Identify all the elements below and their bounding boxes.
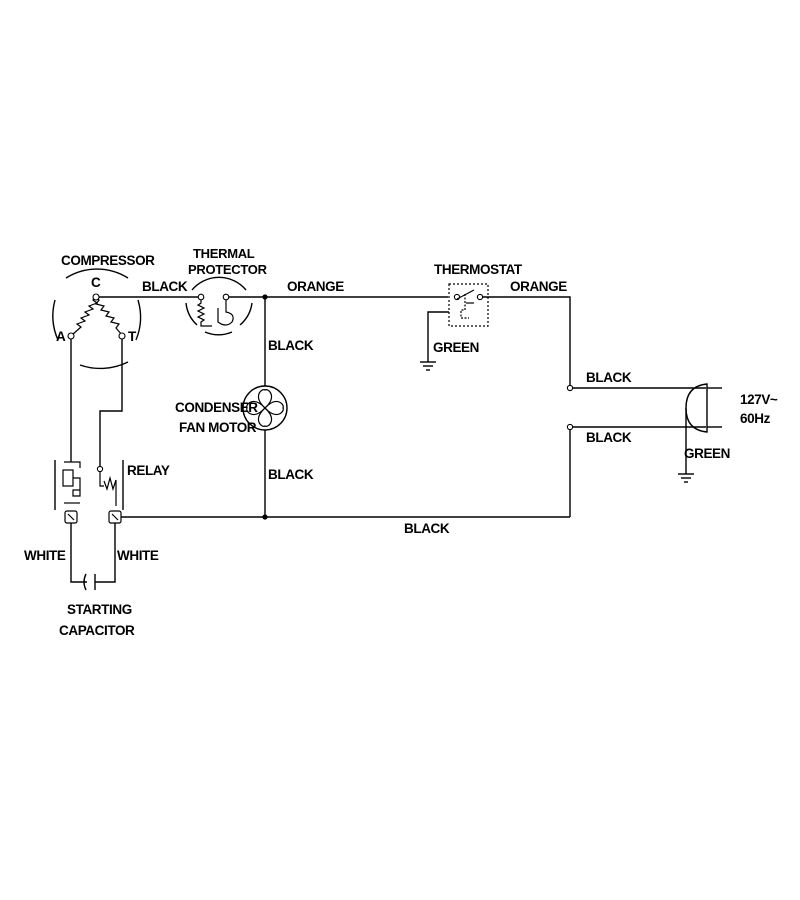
protector-arc-left [185,302,198,326]
condenser-fan-motor: CONDENSER FAN MOTOR [175,385,288,435]
wire-comp-t-to-relay [99,339,123,466]
compressor-label: COMPRESSOR [61,253,155,268]
compressor-terminal-c [92,293,100,301]
wire-cap-right [95,523,116,583]
fan-blade-bottom [257,407,273,427]
wire-label-supply-upper: BLACK [586,370,632,385]
protector-terminal-2 [222,293,230,301]
relay-contact-top [64,461,81,468]
capacitor-plate-curved [83,573,87,591]
terminal-supply-lower [566,423,574,431]
terminal-supply-upper [566,384,574,392]
fan-blade-left [246,400,266,416]
protector-heater [196,297,212,327]
wire-label-thermostat-ground: GREEN [433,340,479,355]
wire-thermostat-ground [427,311,449,362]
protector-label-2: PROTECTOR [188,262,268,277]
wire-label-supply-lower: BLACK [586,430,632,445]
relay: RELAY [54,460,170,510]
protector-arc-bottom [204,331,233,336]
compressor-arc-top [65,268,129,279]
compressor-winding-run [94,296,123,336]
capacitor-label-1: STARTING [67,602,132,617]
fan-label-1: CONDENSER [175,400,258,415]
relay-terminal-right-screw [111,513,119,521]
terminal-a-label: A [56,329,66,344]
compressor: COMPRESSOR C A T [52,253,156,370]
power-plug: 127V~ 60Hz [685,383,778,433]
compressor-arc-bottom [79,361,129,370]
thermal-protector: THERMAL PROTECTOR [185,246,268,336]
relay-contact-arm [72,477,81,497]
wire-label-thermostat-out: ORANGE [510,279,567,294]
compressor-winding-start [71,296,99,336]
capacitor-label-2: CAPACITOR [59,623,135,638]
thermostat-contact-2 [476,293,484,301]
compressor-arc-left [52,299,59,341]
protector-arc-right [239,302,253,326]
wire-thermostat-out [483,296,571,386]
supply-frequency-label: 60Hz [740,411,771,426]
compressor-terminal-t [118,332,126,340]
terminal-t-label: T [128,329,137,344]
compressor-arc-right [135,299,142,341]
protector-label-1: THERMAL [193,246,255,261]
wire-cap-left [70,523,87,583]
protector-bimetal [217,297,234,326]
wire-label-bottom-return: BLACK [404,521,450,536]
wire-label-fan-lower: BLACK [268,467,314,482]
thermostat-actuator [460,294,469,319]
terminal-c-label: C [91,275,101,290]
wire-label-cap-left: WHITE [24,548,66,563]
starting-capacitor: STARTING CAPACITOR [59,573,135,638]
thermostat: THERMOSTAT [434,262,523,327]
thermostat-label: THERMOSTAT [434,262,523,277]
wire-label-cap-right: WHITE [117,548,159,563]
relay-label: RELAY [127,463,170,478]
protector-terminal-1 [197,293,205,301]
thermostat-case [448,283,489,327]
plug-body [685,383,708,433]
fan-blade-top [257,389,273,409]
relay-coil [103,475,117,492]
protector-arc-top [191,276,247,291]
relay-coil-lead [99,472,104,487]
fan-blade-right [264,400,284,416]
wire-label-plug-ground: GREEN [684,446,730,461]
wire-label-comp-to-protector: BLACK [142,279,188,294]
supply-voltage-label: 127V~ [740,392,778,407]
relay-contact-block [62,469,74,487]
wire-label-protector-to-thermostat: ORANGE [287,279,344,294]
wire-label-fan-upper: BLACK [268,338,314,353]
relay-terminal-left-screw [67,513,75,521]
fan-label-2: FAN MOTOR [179,420,257,435]
compressor-terminal-a [67,332,75,340]
relay-coil-terminal [96,465,104,473]
